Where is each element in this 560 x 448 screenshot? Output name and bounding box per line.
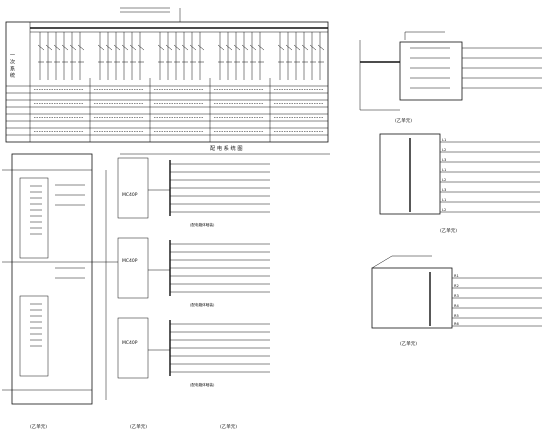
- rb-row-1: R1: [454, 274, 459, 278]
- rm-row-4: L1: [442, 168, 446, 172]
- rm-row-7: L1: [442, 198, 446, 202]
- row-label-primary: 一 次 系 统: [9, 52, 15, 79]
- unit-1-device: MC40P: [122, 192, 138, 198]
- unit-2-device: MC40P: [122, 258, 138, 264]
- middle-left-caption: (乙单元): [130, 423, 147, 430]
- unit-2-footer: (配电箱体暗装): [190, 302, 215, 307]
- unit-1-footer: (配电箱体暗装): [190, 222, 215, 227]
- unit-3-footer: (配电箱体暗装): [190, 382, 215, 387]
- unit-1: MC40P (配电箱体暗装): [117, 157, 270, 227]
- middle-distribution-diagram: 配 电 系 统 图 MC40P (配电箱体暗装) MC40P (配电箱体暗装): [92, 144, 330, 430]
- middle-title: 配 电 系 统 图: [210, 144, 243, 152]
- right-top-caption: (乙单元): [395, 117, 412, 124]
- rm-row-6: L3: [442, 188, 446, 192]
- rb-row-5: R5: [454, 314, 459, 318]
- rm-row-8: L2: [442, 208, 446, 212]
- right-bottom-caption: (乙单元): [400, 340, 417, 347]
- rm-row-1: L1: [442, 138, 446, 142]
- left-switch-panel: (乙单元): [2, 153, 93, 430]
- rb-row-4: R4: [454, 304, 459, 308]
- rm-row-3: L3: [442, 158, 446, 162]
- right-top-panel: (乙单元): [359, 31, 542, 124]
- right-mid-panel: L1 L2 L3 L1 L2 L3 L1 L2 (乙单元): [379, 133, 540, 234]
- rb-row-3: R3: [454, 294, 459, 298]
- top-system-table: 一 次 系 统: [5, 7, 329, 143]
- unit-2: MC40P (配电箱体暗装): [117, 237, 270, 307]
- rm-row-2: L2: [442, 148, 446, 152]
- rb-row-2: R2: [454, 284, 459, 288]
- unit-3: MC40P (配电箱体暗装): [117, 317, 270, 387]
- rm-row-5: L2: [442, 178, 446, 182]
- left-bottom-caption: (乙单元): [30, 423, 47, 430]
- right-bottom-panel: R1 R2 R3 R4 R5 R6 (乙单元): [371, 255, 542, 347]
- right-mid-caption: (乙单元): [440, 227, 457, 234]
- unit-3-device: MC40P: [122, 340, 138, 346]
- rb-row-6: R6: [454, 322, 459, 326]
- middle-right-caption: (乙单元): [220, 423, 237, 430]
